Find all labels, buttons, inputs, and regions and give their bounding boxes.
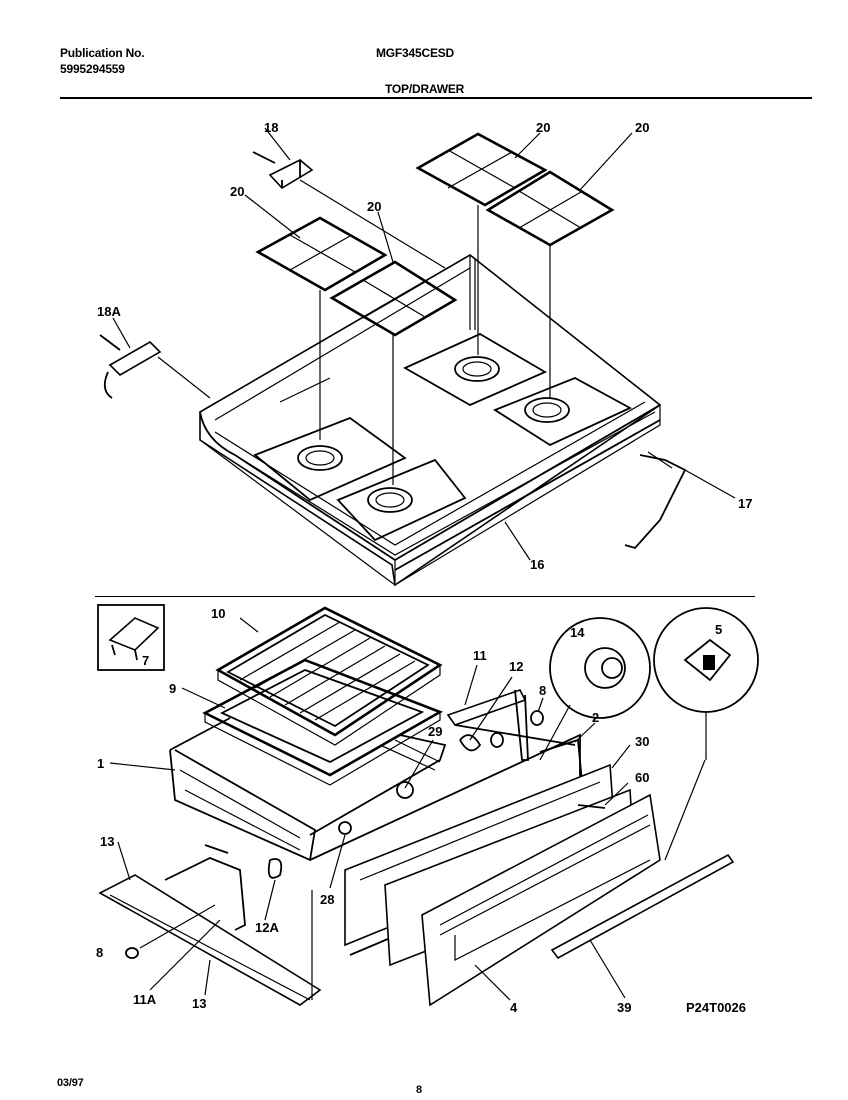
knob-detail-14 (539, 617, 651, 761)
callout-7: 7 (142, 653, 149, 668)
leader-20b (377, 211, 394, 263)
header-divider (60, 97, 812, 99)
callout-29: 29 (428, 724, 442, 739)
callout-14: 14 (570, 625, 585, 640)
broiler-pan-9 (202, 658, 444, 786)
model-number: MGF345CESD (376, 46, 455, 60)
callout-labels: 18 20 20 20 20 18A 17 16 10 11 12 8 14 5… (96, 120, 752, 1015)
callout-18a: 18A (97, 304, 121, 319)
leader-20a (244, 194, 301, 239)
bracket-18 (252, 151, 446, 269)
section-divider (95, 596, 755, 597)
trim-strip-39 (550, 759, 735, 999)
callout-1: 1 (97, 756, 104, 771)
publication-number: 5995294559 (60, 62, 125, 76)
callout-16: 16 (530, 557, 544, 572)
callout-8-a: 8 (539, 683, 546, 698)
callout-4: 4 (510, 1000, 518, 1015)
callout-20-b: 20 (367, 199, 381, 214)
leader-18 (264, 127, 291, 161)
publication-label: Publication No. (60, 46, 145, 60)
drawer-rail-2 (539, 722, 596, 783)
callout-28: 28 (320, 892, 334, 907)
page-number: 8 (416, 1084, 422, 1096)
callout-10: 10 (211, 606, 225, 621)
callout-20-d: 20 (635, 120, 649, 135)
drawing-code: P24T0026 (686, 1000, 746, 1015)
bracket-11-12 (446, 664, 544, 761)
callout-17: 17 (738, 496, 752, 511)
rod-17 (624, 451, 736, 550)
burner-pans (253, 332, 633, 542)
cooktop-main-top (199, 254, 662, 587)
leader-18a (112, 317, 131, 349)
callout-9: 9 (169, 681, 176, 696)
leader-29 (404, 739, 434, 789)
callout-12a: 12A (255, 920, 279, 935)
inset-box-7 (97, 604, 165, 671)
callout-8-b: 8 (96, 945, 103, 960)
burner-grates (255, 132, 615, 337)
leader-20c (514, 132, 541, 159)
grate-leader-lines (319, 205, 551, 485)
leader-16 (504, 521, 531, 561)
callout-13-a: 13 (100, 834, 114, 849)
leader-10 (239, 617, 259, 633)
callout-11: 11 (473, 648, 487, 663)
callout-5: 5 (715, 622, 722, 637)
callout-20-c: 20 (536, 120, 550, 135)
section-title: TOP/DRAWER (385, 82, 465, 96)
callout-13-b: 13 (192, 996, 206, 1011)
callout-30: 30 (635, 734, 649, 749)
leader-20d (579, 132, 633, 191)
bracket-18a (99, 334, 211, 399)
callout-2: 2 (592, 710, 599, 725)
callout-18: 18 (264, 120, 278, 135)
callout-12: 12 (509, 659, 523, 674)
drawer-front-4 (421, 793, 661, 1007)
drawer-slide-13 (98, 834, 346, 1006)
knob-detail-5 (653, 607, 759, 760)
leader-9 (181, 687, 226, 709)
callout-11a: 11A (133, 992, 157, 1007)
footer-date: 03/97 (57, 1077, 84, 1089)
callout-39: 39 (617, 1000, 631, 1015)
callout-20-a: 20 (230, 184, 244, 199)
broiler-grid-10 (215, 606, 443, 746)
callout-60: 60 (635, 770, 649, 785)
